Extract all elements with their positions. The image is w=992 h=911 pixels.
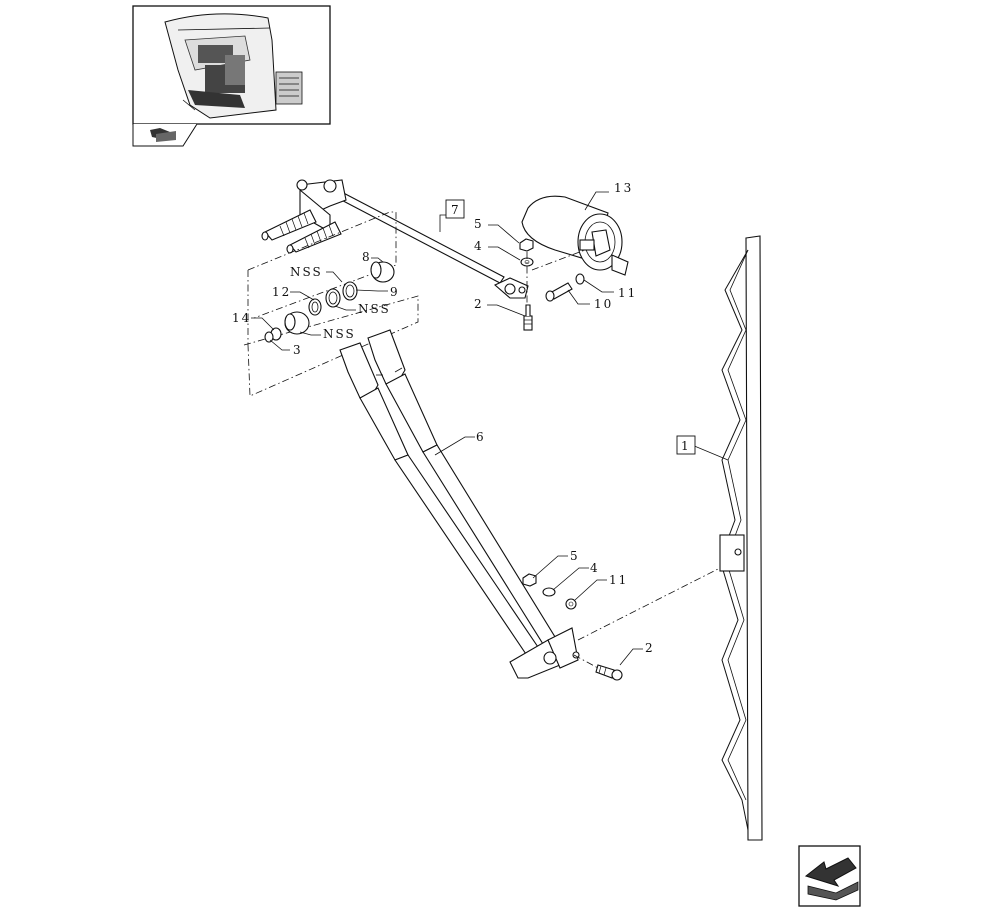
label-14[interactable]: 14: [232, 311, 251, 325]
label-nss-3[interactable]: NSS: [323, 327, 356, 341]
label-9[interactable]: 9: [390, 285, 400, 299]
wiper-motor-13[interactable]: [521, 195, 629, 276]
nut-5-upper[interactable]: [519, 238, 534, 252]
label-2-lower[interactable]: 2: [645, 641, 655, 655]
book-reference-icon: [150, 128, 176, 142]
washer-11-lower[interactable]: [565, 598, 577, 610]
nut-14[interactable]: [264, 327, 282, 343]
wiper-blade-1[interactable]: [719, 235, 763, 841]
washer-11-upper[interactable]: [575, 273, 585, 285]
bolt-2-lower[interactable]: [595, 664, 623, 681]
nut-5-lower[interactable]: [522, 573, 537, 587]
label-10[interactable]: 10: [594, 297, 613, 311]
label-12[interactable]: 12: [272, 285, 291, 299]
ref-box-1[interactable]: [676, 435, 696, 455]
washer-4-lower[interactable]: [542, 587, 556, 597]
label-4-lower[interactable]: 4: [590, 561, 600, 575]
label-1[interactable]: 1: [681, 439, 691, 453]
label-5-lower[interactable]: 5: [570, 549, 580, 563]
washer-nss-1[interactable]: [325, 288, 341, 308]
bolt-2-upper[interactable]: [523, 304, 533, 331]
label-13[interactable]: 13: [614, 181, 633, 195]
previous-page-arrow-icon[interactable]: [798, 845, 861, 907]
cab-thumbnail[interactable]: [132, 5, 331, 147]
label-6[interactable]: 6: [476, 430, 486, 444]
label-nss-2[interactable]: NSS: [358, 302, 391, 316]
label-7[interactable]: 7: [451, 203, 461, 217]
label-3[interactable]: 3: [293, 343, 303, 357]
wiper-linkage-assembly: [261, 179, 529, 299]
spindle-1: [261, 209, 317, 241]
label-8[interactable]: 8: [362, 250, 372, 264]
ref-box-7[interactable]: [445, 199, 465, 219]
washer-12[interactable]: [308, 298, 322, 316]
label-11-upper[interactable]: 11: [618, 286, 637, 300]
bolt-10[interactable]: [545, 282, 573, 302]
bushing-8[interactable]: [370, 261, 395, 283]
label-nss-1[interactable]: NSS: [290, 265, 323, 279]
label-11-lower[interactable]: 11: [609, 573, 628, 587]
label-5-upper[interactable]: 5: [474, 217, 484, 231]
bushing-nss[interactable]: [284, 311, 310, 335]
label-2-upper[interactable]: 2: [474, 297, 484, 311]
spindle-2: [286, 221, 342, 254]
wiper-arm-6[interactable]: [339, 329, 580, 679]
washer-9[interactable]: [342, 281, 358, 301]
label-4-upper[interactable]: 4: [474, 239, 484, 253]
